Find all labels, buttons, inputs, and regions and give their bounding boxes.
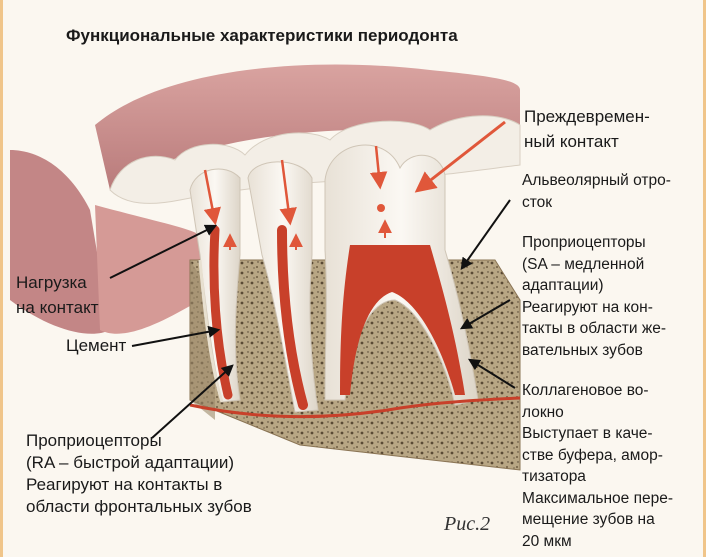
- label-proprioceptors-ra: Проприоцепторы (RA – быстрой адаптации) …: [26, 430, 252, 518]
- label-contact-load: Нагрузка на контакт: [16, 270, 99, 320]
- figure-caption: Рис.2: [444, 513, 490, 536]
- gum-band: [95, 205, 200, 334]
- leader-alveolar: [462, 200, 510, 268]
- label-proprioceptors-sa: Проприоцепторы (SA – медленной адаптации…: [522, 232, 666, 361]
- premature-contact-point: [377, 204, 385, 212]
- label-collagen-fiber: Коллагеновое во- локно Выступает в каче-…: [522, 380, 673, 552]
- label-cement: Цемент: [66, 333, 126, 358]
- label-premature-contact: Преждевремен- ный контакт: [524, 104, 650, 154]
- label-alveolar-process: Альвеолярный отро- сток: [522, 170, 671, 213]
